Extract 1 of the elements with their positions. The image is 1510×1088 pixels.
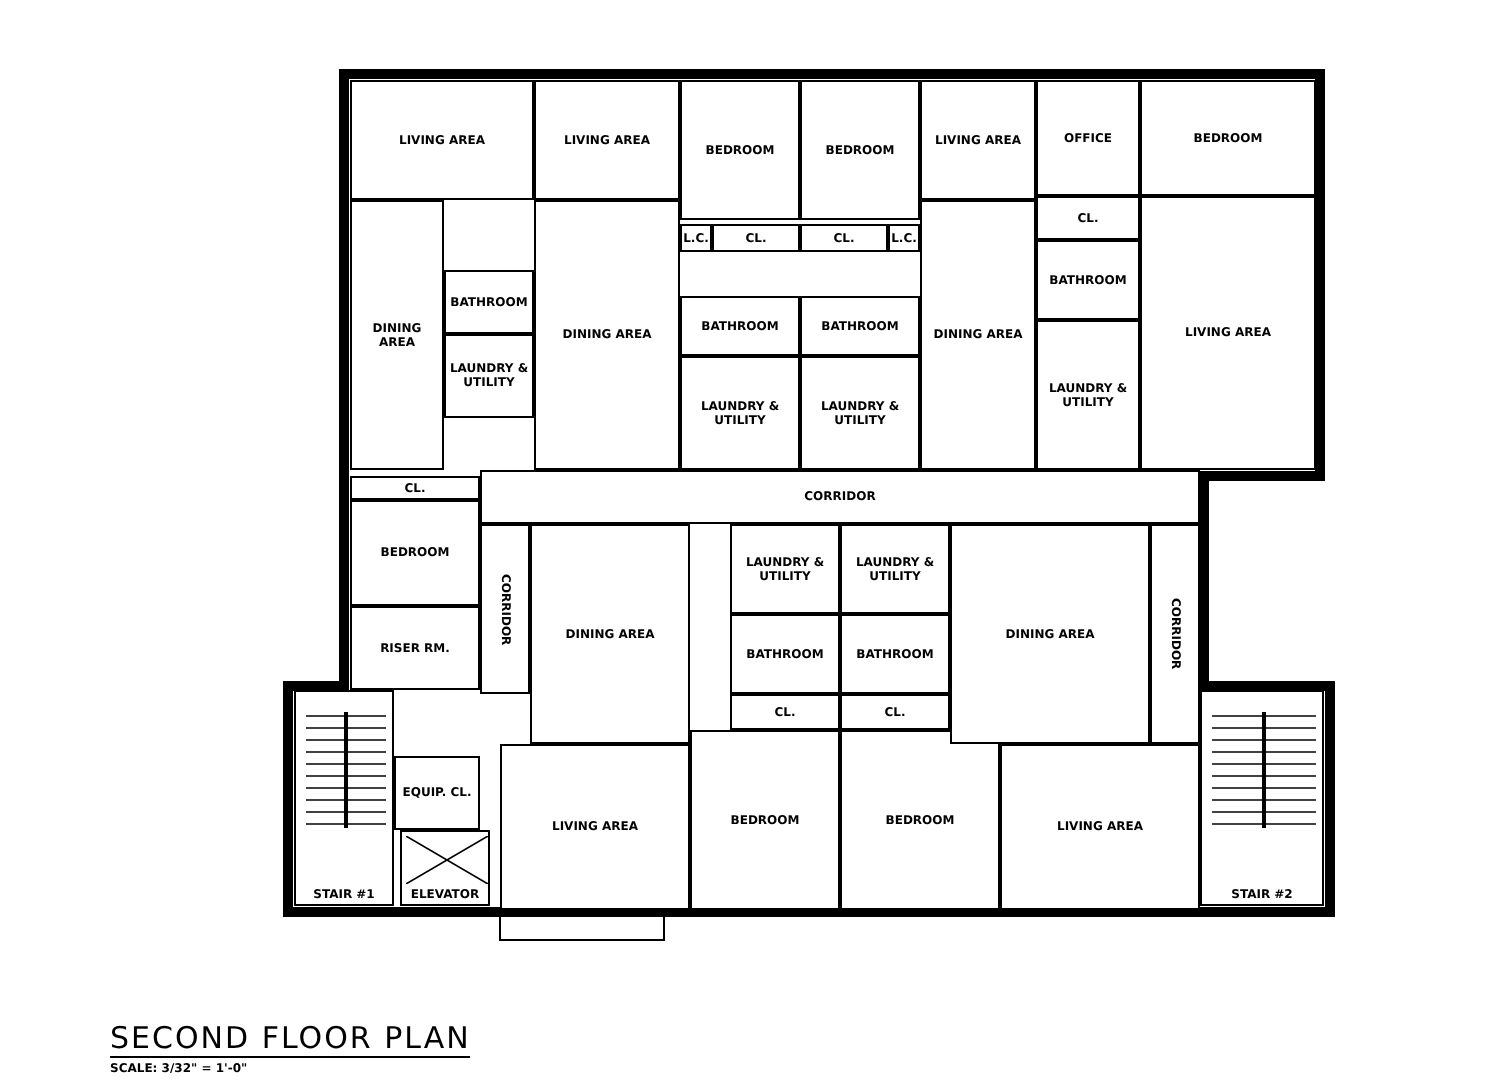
plan-title: SECOND FLOOR PLAN [110,1020,471,1058]
